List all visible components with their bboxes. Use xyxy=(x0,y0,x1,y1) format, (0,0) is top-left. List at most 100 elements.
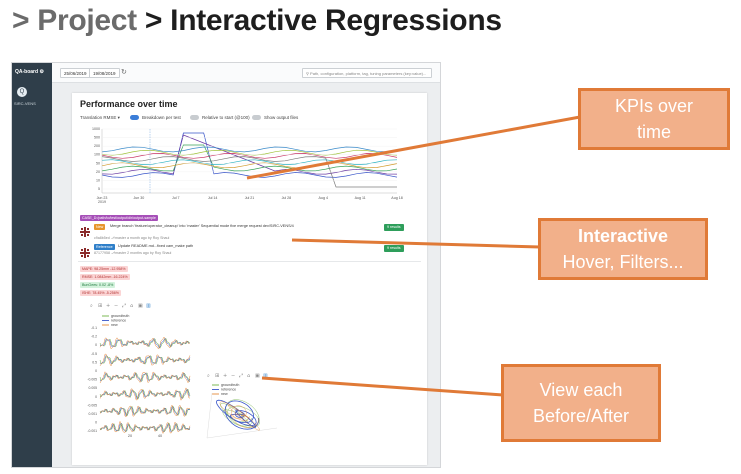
kpi-series-line[interactable] xyxy=(101,134,398,175)
metric-select[interactable]: Translation RMSE ▾ xyxy=(80,115,120,120)
toolbar-icon[interactable]: − xyxy=(114,303,118,309)
subplot-series[interactable] xyxy=(99,422,191,433)
timeseries-subplots[interactable]: -0.1-0.20-0.50.50-0.0050.0050-0.0050.001… xyxy=(87,326,191,438)
commit-ref-message[interactable]: Update README.md...fixed cam_make path xyxy=(118,244,194,248)
toolbar-icon[interactable]: ⊞ xyxy=(98,303,102,309)
kpi-series-line[interactable] xyxy=(101,146,398,153)
toolbar-icon[interactable]: ⌕ xyxy=(90,303,93,309)
metric-badge: MAPE: 98.25mm -12.958% xyxy=(80,266,128,272)
subplot-series[interactable] xyxy=(99,336,191,350)
kpi-series-line[interactable] xyxy=(101,144,398,172)
trajectory-3d-plot[interactable] xyxy=(206,392,278,439)
legend-label: groundtruth xyxy=(111,314,129,318)
toolbar-icon[interactable]: + xyxy=(223,373,227,379)
toolbar-icon[interactable]: ▥ xyxy=(263,373,268,379)
toolbar-icon[interactable]: ▥ xyxy=(146,303,151,309)
app-screenshot: QA-board ⚙ Q SIRC-VENS 25/06/2019 19/08/… xyxy=(11,62,441,468)
app-sidebar: QA-board ⚙ Q SIRC-VENS xyxy=(12,63,52,467)
plot-toolbar[interactable]: ⌕ ⊞ +−⤢ ⌂ ▣▥ xyxy=(207,373,268,379)
kpi-series-line[interactable] xyxy=(101,156,397,188)
y-tick-label: 1000 xyxy=(92,127,100,131)
toolbar-icon[interactable]: ⤢ xyxy=(122,303,126,309)
toolbar-icon[interactable]: ▣ xyxy=(255,373,260,379)
project-avatar[interactable]: Q xyxy=(17,87,27,97)
subplot-y-tick: -0.005 xyxy=(87,403,97,407)
arrow-before-after xyxy=(261,376,504,397)
subplot-y-tick: -0.5 xyxy=(91,352,97,356)
y-tick-label: 200 xyxy=(94,144,100,148)
x-tick-label: Aug 4 xyxy=(319,196,328,200)
callout-interactive: Interactive Hover, Filters... xyxy=(538,218,708,280)
subplot-series[interactable] xyxy=(99,406,191,417)
subplot-series[interactable] xyxy=(99,337,191,349)
toolbar-icon[interactable]: ⤢ xyxy=(239,373,243,379)
commit-ref-meta: 87177958 ⎇master 2 months ago by Roy Sha… xyxy=(94,251,172,255)
subplot-series[interactable] xyxy=(99,420,191,435)
legend-label: reference xyxy=(111,319,126,323)
subplot-series[interactable] xyxy=(99,404,191,418)
commit-ref-results-button[interactable]: 9 results xyxy=(384,245,404,252)
subplot-series[interactable] xyxy=(99,405,191,417)
subplot-y-tick: -0.2 xyxy=(91,335,97,339)
toolbar-icon[interactable]: ⌕ xyxy=(207,373,210,379)
output-path-badge[interactable]: CASE_D:/path/to/test/output/dir/output-s… xyxy=(80,215,158,221)
sidebar-item-project[interactable]: SIRC-VENS xyxy=(14,101,36,106)
toolbar-icon[interactable]: ⌂ xyxy=(247,373,250,379)
subplot-y-tick: -0.1 xyxy=(91,326,97,330)
date-to-input[interactable]: 19/08/2019 xyxy=(89,68,120,78)
performance-panel: Performance over time Translation RMSE ▾… xyxy=(72,93,427,465)
toolbar-icon[interactable]: + xyxy=(106,303,110,309)
subplot-series[interactable] xyxy=(99,372,191,383)
output-files-toggle[interactable] xyxy=(252,115,261,120)
commit-new-hash[interactable]: c9a8b5ed xyxy=(94,236,110,240)
plot-toolbar[interactable]: ⌕ ⊞ +−⤢ ⌂ ▣▥ xyxy=(90,303,151,309)
toolbar-icon[interactable]: ⊞ xyxy=(215,373,219,379)
trajectory-series[interactable] xyxy=(219,401,260,431)
subplot-y-tick: 0.001 xyxy=(89,412,98,416)
subplot-series[interactable] xyxy=(99,388,191,400)
callout-before-after: View each Before/After xyxy=(501,364,661,442)
subplot-series[interactable] xyxy=(99,353,191,367)
subplot-x-tick: 20 xyxy=(128,434,132,438)
relative-toggle[interactable] xyxy=(190,115,199,120)
callout-kpis-text: KPIs over time xyxy=(614,96,694,142)
before-after-plots[interactable]: ⌕⊞+−⤢⌂▣▥ ⌕⊞+−⤢⌂▣▥ groundtruthreferencene… xyxy=(72,93,427,465)
toolbar-icon[interactable]: ▣ xyxy=(138,303,143,309)
kpi-series-line[interactable] xyxy=(101,153,398,159)
y-tick-label: 100 xyxy=(94,153,100,157)
subplot-series[interactable] xyxy=(99,355,191,365)
y-tick-label: 500 xyxy=(94,136,100,140)
app-logo[interactable]: QA-board ⚙ xyxy=(15,69,44,75)
x-tick-label: Jul 14 xyxy=(208,196,218,200)
output-files-label: Show output files xyxy=(264,115,299,120)
toolbar-icon[interactable]: ⌂ xyxy=(130,303,133,309)
commit-ref-hash[interactable]: 87177958 xyxy=(94,251,110,255)
breadcrumb-project: > Project xyxy=(12,4,137,37)
subplot-y-tick: -0.001 xyxy=(87,429,97,433)
x-tick-label: Jun 30 xyxy=(133,196,144,200)
breakdown-toggle[interactable] xyxy=(130,115,139,120)
legend-label: reference xyxy=(221,388,236,392)
kpi-series-line[interactable] xyxy=(101,159,398,165)
settings-icon[interactable]: ⚙ xyxy=(39,69,44,75)
kpi-series-line[interactable] xyxy=(101,162,398,169)
refresh-icon[interactable]: ↻ xyxy=(121,69,127,76)
toolbar-icon[interactable]: − xyxy=(231,373,235,379)
subplot-series[interactable] xyxy=(99,338,191,349)
trajectory-series[interactable] xyxy=(215,399,260,430)
callout-before-after-text: View each Before/After xyxy=(532,380,630,426)
x-tick-label: Jul 7 xyxy=(172,196,180,200)
commit-new-results-button[interactable]: 9 results xyxy=(384,224,404,231)
metric-badge: ISHE: 78.45% -5.256% xyxy=(80,290,121,296)
subplot-series[interactable] xyxy=(99,387,190,401)
subplot-series[interactable] xyxy=(99,354,191,365)
subplot-y-tick: 0 xyxy=(95,421,97,425)
subplot-series[interactable] xyxy=(99,371,191,384)
commit-new-message[interactable]: Merge branch 'feature/operator_cleanup' … xyxy=(110,224,294,228)
relative-label: Relative to start (@100) xyxy=(202,115,250,120)
filter-input[interactable]: ⚲ Path, configuration, platform, tag, tu… xyxy=(302,68,432,78)
axis-3d xyxy=(206,392,213,439)
